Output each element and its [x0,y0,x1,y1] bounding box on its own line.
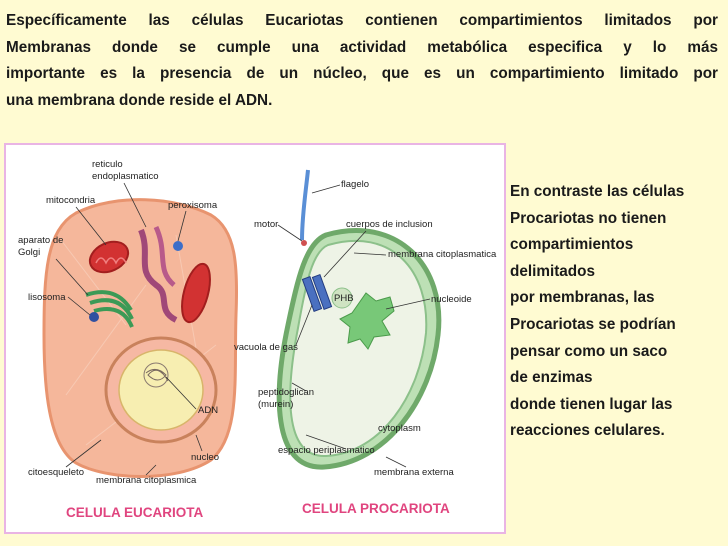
prokaryotic-cell: PHB flagelo motor cuerpos de inclusion m… [234,169,497,516]
label-phb: PHB [334,293,354,304]
side-line: reacciones celulares. [510,422,665,440]
cell-diagram: reticulo endoplasmatico mitocondria pero… [18,159,497,520]
flagellum [300,169,310,241]
side-line: Procariotas no tienen [510,209,667,227]
intro-line: Membranas donde se cumple una actividad … [6,38,718,56]
intro-line: una membrana donde reside el ADN. [6,91,273,109]
endoplasmic-reticulum [138,228,178,323]
dna [143,362,169,388]
label-motor: motor [254,219,278,230]
label-membrana-cito: membrana citoplasmatica [388,249,497,260]
mitochondrion [181,262,211,324]
eukaryotic-cell: reticulo endoplasmatico mitocondria pero… [18,159,239,520]
side-line: compartimientos [510,236,634,254]
peroxisome [173,241,183,251]
label-reticulo: reticulo [92,159,123,170]
cell-comparison-figure: reticulo endoplasmatico mitocondria pero… [4,143,506,534]
label-golgi: aparato de [18,235,63,246]
gas-vacuole [301,274,333,312]
lysosome [89,312,99,322]
label-mitocondria: mitocondria [46,195,96,206]
side-line: donde tienen lugar las [510,395,673,413]
side-line: delimitados [510,262,595,280]
label-cytoplasm: cytoplasm [378,423,421,434]
nucleoid [339,292,395,350]
label-nucleo: nucleo [191,452,219,463]
side-line: por membranas, las [510,289,655,307]
label-membrana-citoplasmica: membrana citoplasmica [96,475,197,486]
label-nucleoide: nucleoide [431,294,472,305]
phb-granule [331,287,353,309]
label-membrana-ext: membrana externa [374,467,454,478]
intro-line: Específicamente las células Eucariotas c… [6,12,718,29]
side-line: pensar como un saco [510,342,668,360]
golgi-apparatus [85,290,133,312]
label-golgi-2: Golgi [18,247,40,258]
side-line: En contraste las células [510,183,685,200]
eukaryote-title: CELULA EUCARIOTA [66,505,203,520]
prokaryote-title: CELULA PROCARIOTA [302,501,450,516]
label-murein: (murein) [258,399,293,410]
mitochondrion [88,240,130,274]
flagellar-motor [301,240,307,246]
intro-line: importante es la presencia de un núcleo,… [6,65,718,82]
label-espacio: espacio periplasmatico [278,445,375,456]
label-adn: ADN [198,405,218,416]
label-lisosoma: lisosoma [28,292,66,303]
label-cuerpos: cuerpos de inclusion [346,219,433,230]
label-reticulo-2: endoplasmatico [92,171,159,182]
label-peroxisoma: peroxisoma [168,200,218,211]
label-flagelo: flagelo [341,179,369,190]
label-peptidoglican: peptidoglican [258,387,314,398]
intro-paragraph: Específicamente las células Eucariotas c… [6,8,718,114]
side-line: Procariotas se podrían [510,315,676,333]
label-vacuola: vacuola de gas [234,342,298,353]
side-line: de enzimas [510,369,593,387]
label-citoesqueleto: citoesqueleto [28,467,84,478]
side-paragraph: En contraste las células Procariotas no … [510,179,724,445]
